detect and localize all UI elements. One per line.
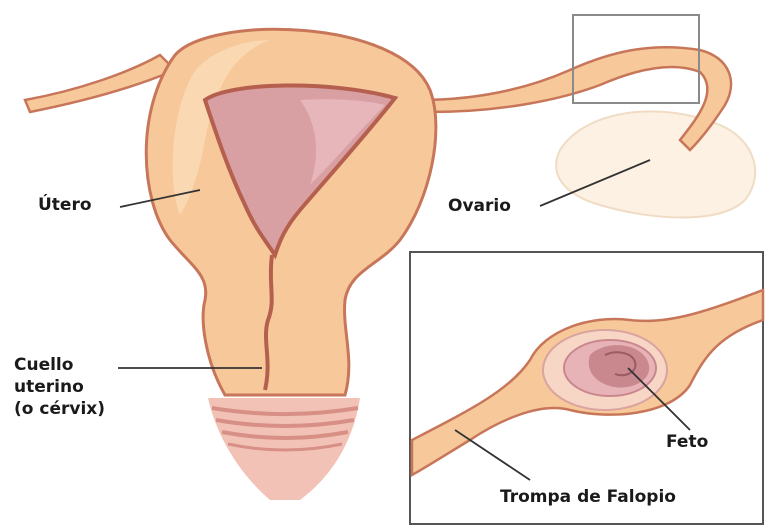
label-ovario: Ovario <box>448 196 511 216</box>
ovary-shape <box>556 111 755 217</box>
label-cuello-line3: (o cérvix) <box>14 399 105 419</box>
cervix-rings <box>208 398 360 500</box>
label-feto: Feto <box>666 432 708 452</box>
label-utero: Útero <box>38 195 92 215</box>
label-cuello-line1: Cuello <box>14 355 73 375</box>
label-cuello-line2: uterino <box>14 377 84 397</box>
label-trompa: Trompa de Falopio <box>500 487 676 507</box>
